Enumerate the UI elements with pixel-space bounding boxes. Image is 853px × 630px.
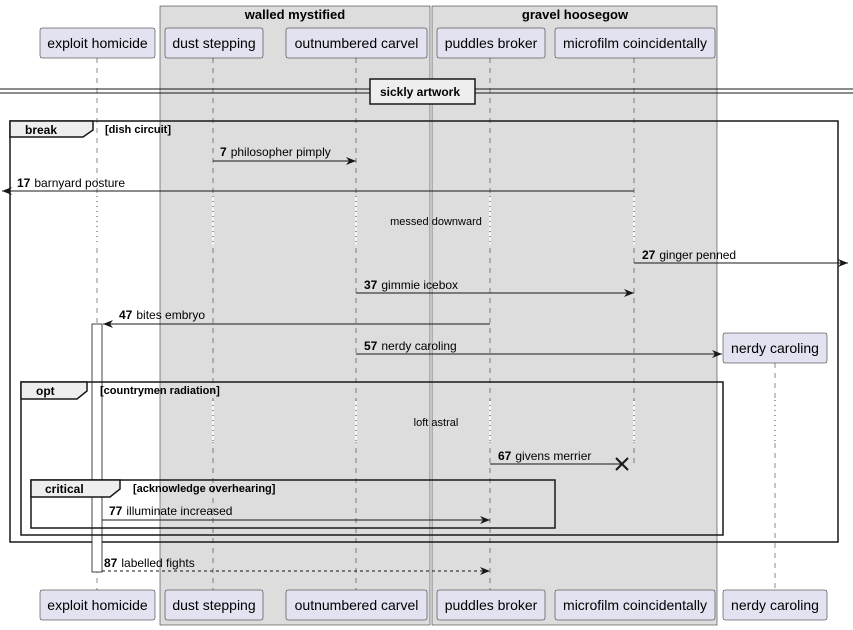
destroy-icon bbox=[615, 457, 629, 471]
message-label: labelled fights bbox=[121, 556, 194, 570]
participant-label: dust stepping bbox=[172, 35, 255, 51]
box-title: walled mystified bbox=[244, 7, 345, 22]
participant-label: nerdy caroling bbox=[731, 340, 819, 356]
fragment-keyword: critical bbox=[45, 482, 84, 496]
fragment-keyword: opt bbox=[36, 384, 55, 398]
fragment-guard: [acknowledge overhearing] bbox=[133, 483, 276, 495]
box-walled-mystified: walled mystified bbox=[159, 5, 431, 626]
box-gravel-hoosegow: gravel hoosegow bbox=[431, 5, 718, 626]
separator: sickly artwork bbox=[0, 78, 853, 105]
message-number: 37 bbox=[364, 278, 378, 292]
message-label: nerdy caroling bbox=[381, 339, 456, 353]
message-number: 27 bbox=[642, 248, 656, 262]
participant-foot-microfilm-coincidentally[interactable]: microfilm coincidentally bbox=[554, 589, 716, 621]
participant-label: microfilm coincidentally bbox=[563, 597, 707, 613]
participant-head-microfilm-coincidentally[interactable]: microfilm coincidentally bbox=[554, 27, 716, 59]
message-label: bites embryo bbox=[136, 308, 205, 322]
message-number: 7 bbox=[220, 145, 227, 159]
participant-head-puddles-broker[interactable]: puddles broker bbox=[436, 27, 546, 59]
message-label: ginger penned bbox=[659, 248, 736, 262]
message-number: 57 bbox=[364, 339, 378, 353]
box-title: gravel hoosegow bbox=[522, 7, 629, 22]
participant-head-exploit-homicide[interactable]: exploit homicide bbox=[39, 27, 156, 59]
participant-head-outnumbered-carvel[interactable]: outnumbered carvel bbox=[285, 27, 428, 59]
participant-label: microfilm coincidentally bbox=[563, 35, 707, 51]
participant-label: puddles broker bbox=[445, 597, 538, 613]
fragment-critical: critical [acknowledge overhearing] bbox=[30, 479, 556, 529]
message-number: 77 bbox=[109, 504, 123, 518]
fragment-break: break [dish circuit] bbox=[9, 120, 839, 543]
participant-foot-puddles-broker[interactable]: puddles broker bbox=[436, 589, 546, 621]
participant-label: outnumbered carvel bbox=[295, 597, 419, 613]
message-label: givens merrier bbox=[515, 449, 591, 463]
participant-foot-exploit-homicide[interactable]: exploit homicide bbox=[39, 589, 156, 621]
participant-label: outnumbered carvel bbox=[295, 35, 419, 51]
participant-label: dust stepping bbox=[172, 597, 255, 613]
participant-foot-dust-stepping[interactable]: dust stepping bbox=[164, 589, 264, 621]
message-7[interactable]: 7 philosopher pimply bbox=[213, 145, 356, 165]
activation-bar bbox=[91, 323, 103, 573]
fragment-guard: [dish circuit] bbox=[105, 124, 171, 136]
separator-label: sickly artwork bbox=[380, 85, 460, 99]
message-number: 87 bbox=[104, 556, 118, 570]
fragment-guard: [countrymen radiation] bbox=[100, 385, 220, 397]
participant-foot-outnumbered-carvel[interactable]: outnumbered carvel bbox=[285, 589, 428, 621]
message-label: gimmie icebox bbox=[381, 278, 458, 292]
message-label: illuminate increased bbox=[126, 504, 232, 518]
message-label: barnyard posture bbox=[34, 176, 125, 190]
message-number: 67 bbox=[498, 449, 512, 463]
participant-label: puddles broker bbox=[445, 35, 538, 51]
participant-label: exploit homicide bbox=[47, 35, 148, 51]
message-number: 47 bbox=[119, 308, 133, 322]
fragment-keyword: break bbox=[25, 123, 57, 137]
participant-label: exploit homicide bbox=[47, 597, 148, 613]
message-number: 17 bbox=[17, 176, 31, 190]
participant-foot-nerdy-caroling[interactable]: nerdy caroling bbox=[722, 589, 828, 621]
fragment-opt: opt [countrymen radiation] bbox=[20, 381, 724, 536]
participant-label: nerdy caroling bbox=[731, 597, 819, 613]
message-label: philosopher pimply bbox=[231, 145, 331, 159]
participant-head-nerdy-caroling-created[interactable]: nerdy caroling bbox=[722, 332, 828, 364]
delay-label: loft astral bbox=[414, 417, 459, 429]
delay-label: messed downward bbox=[390, 216, 482, 228]
participant-head-dust-stepping[interactable]: dust stepping bbox=[164, 27, 264, 59]
